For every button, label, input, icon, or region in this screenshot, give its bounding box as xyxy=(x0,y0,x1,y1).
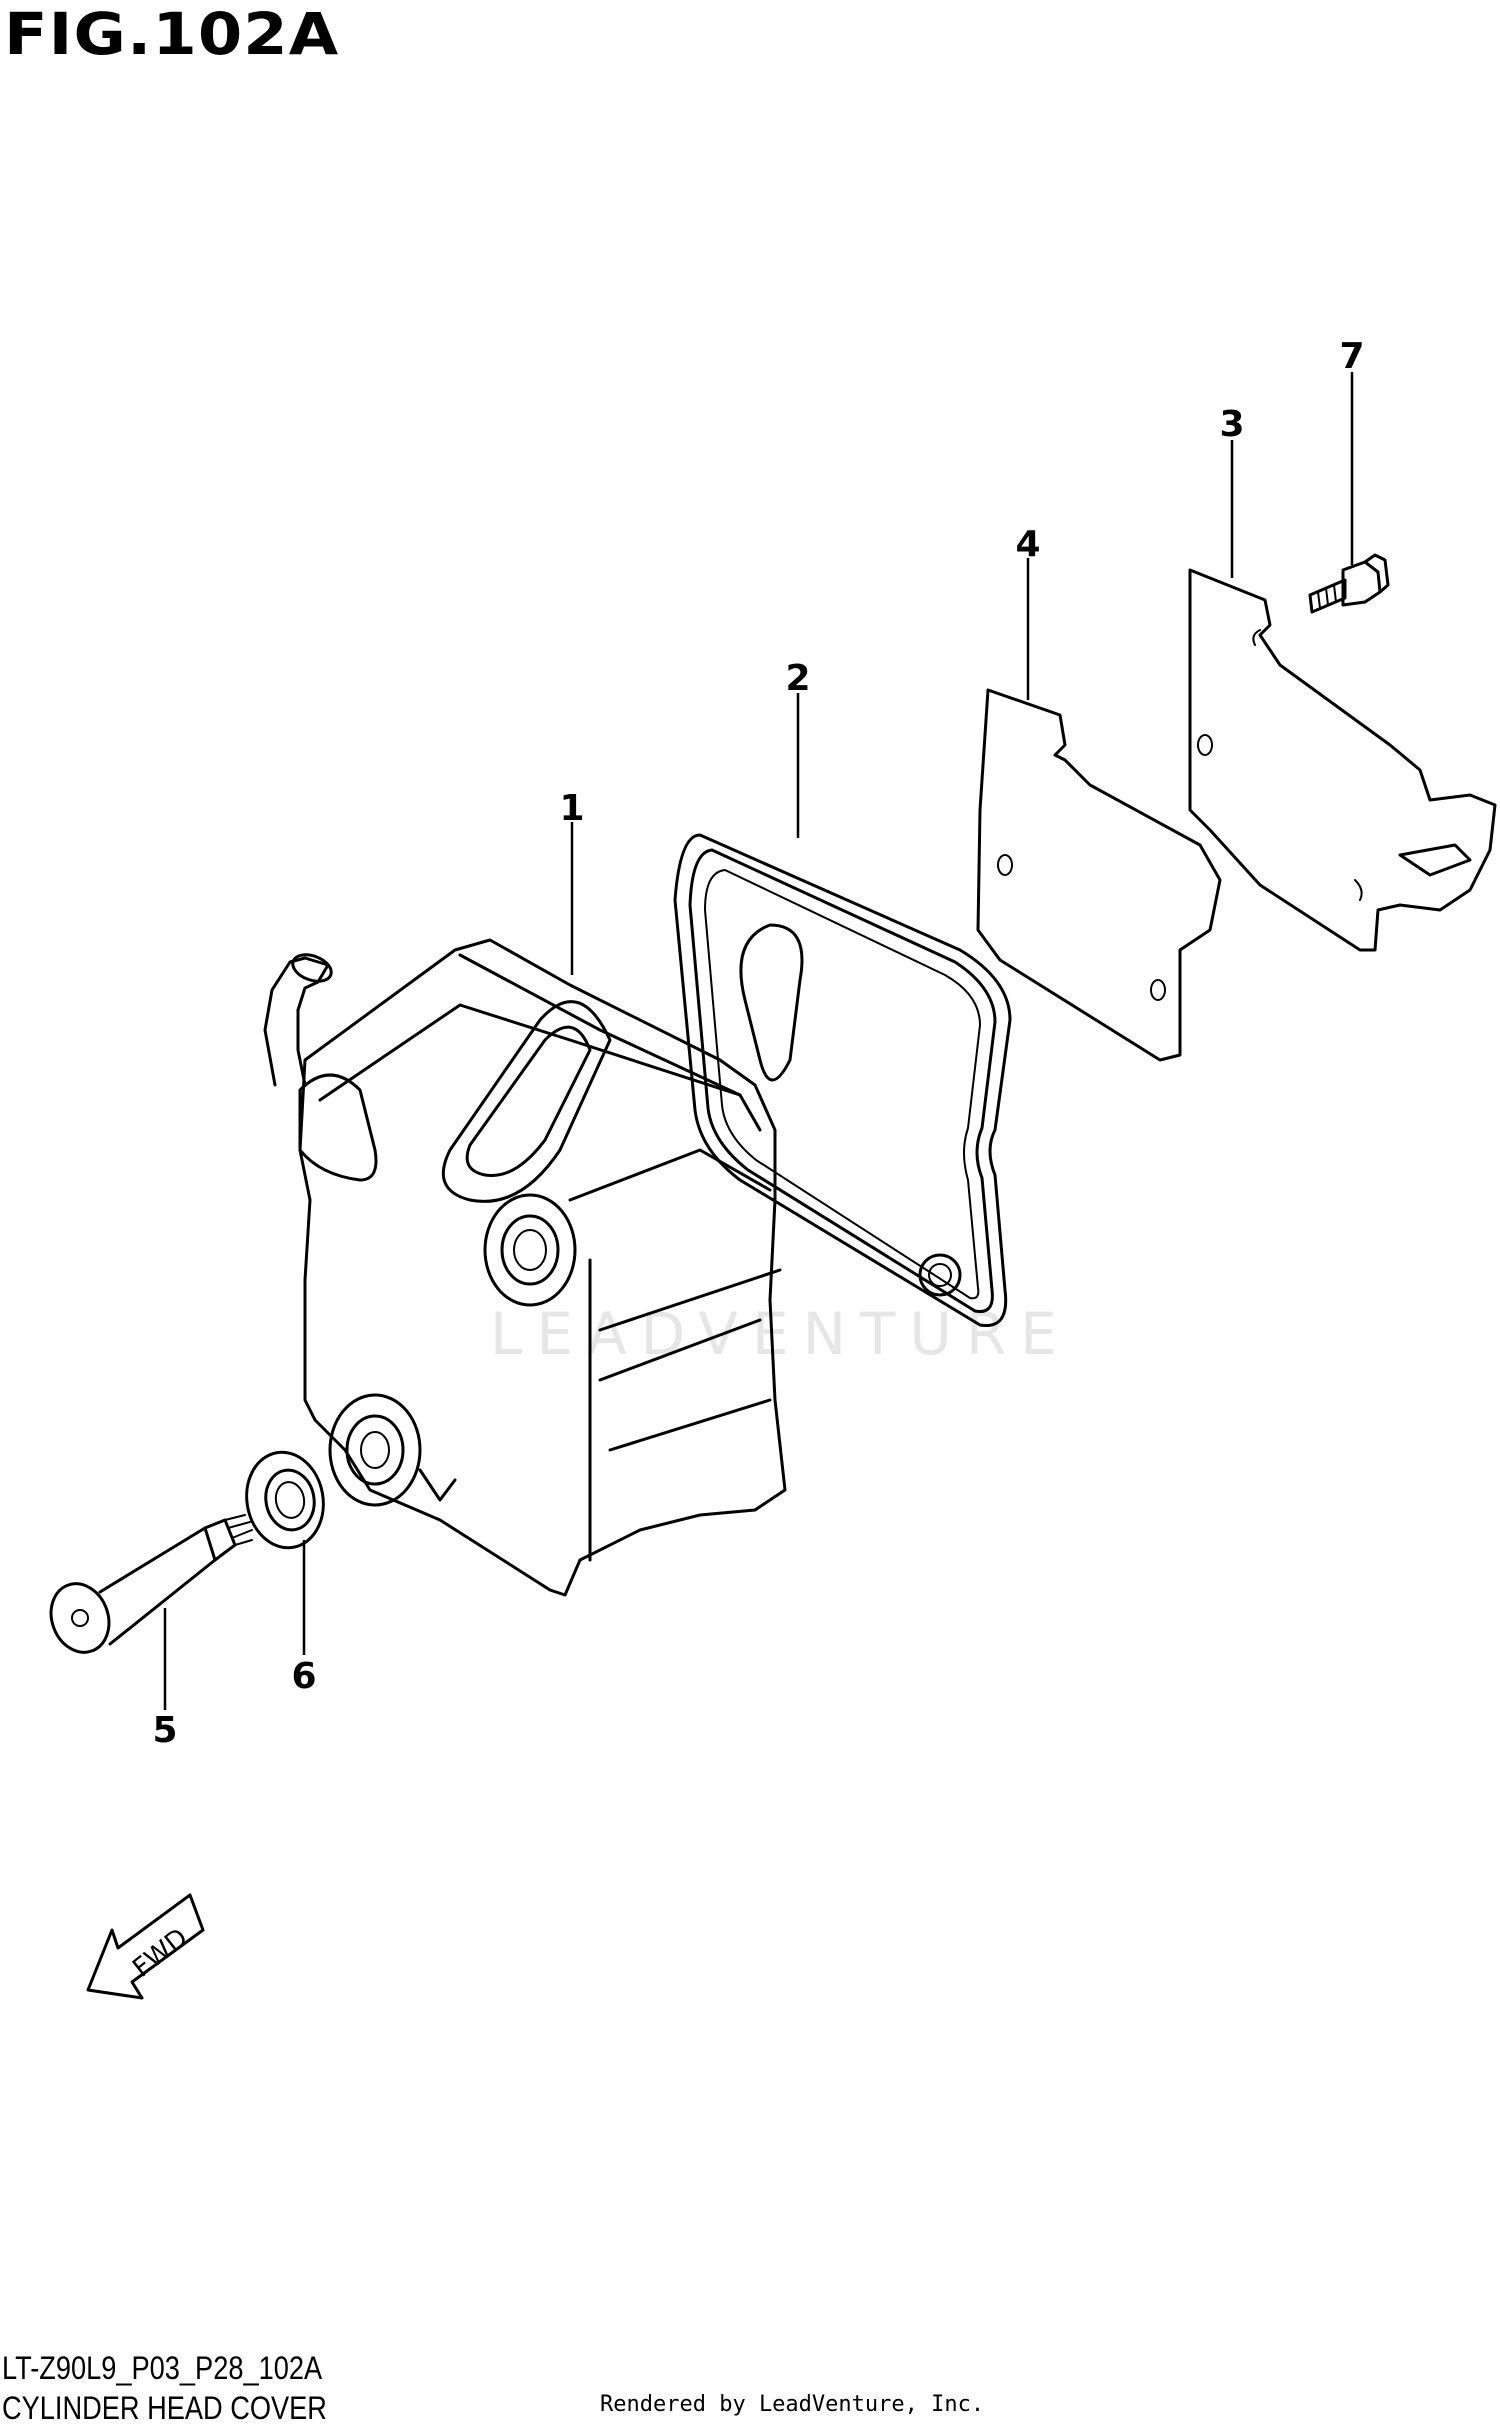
callout-5: 5 xyxy=(152,1710,177,1751)
figure-title: FIG.102A xyxy=(4,0,340,68)
callout-7: 7 xyxy=(1339,336,1364,377)
callout-2: 2 xyxy=(785,658,810,699)
fwd-arrow-icon: FWD xyxy=(86,1893,205,2000)
flange-bolt-part[interactable] xyxy=(42,1514,253,1660)
cylinder-head-cover-part[interactable] xyxy=(263,938,787,1597)
callout-3: 3 xyxy=(1219,404,1244,445)
diagram-name: CYLINDER HEAD COVER xyxy=(2,2390,327,2426)
head-cover-gasket-part[interactable] xyxy=(673,833,1012,1328)
callout-6: 6 xyxy=(291,1656,316,1697)
fwd-arrow-label: FWD xyxy=(127,1923,193,1984)
cover-plate-part[interactable] xyxy=(1188,568,1497,952)
render-credit: Rendered by LeadVenture, Inc. xyxy=(600,2392,985,2417)
callout-1: 1 xyxy=(559,788,584,829)
washer-part[interactable] xyxy=(239,1446,331,1554)
bolt-part[interactable] xyxy=(1308,553,1390,614)
diagram-code: LT-Z90L9_P03_P28_102A xyxy=(2,2350,323,2386)
plate-gasket-part[interactable] xyxy=(976,688,1222,1062)
callout-4: 4 xyxy=(1015,524,1040,565)
